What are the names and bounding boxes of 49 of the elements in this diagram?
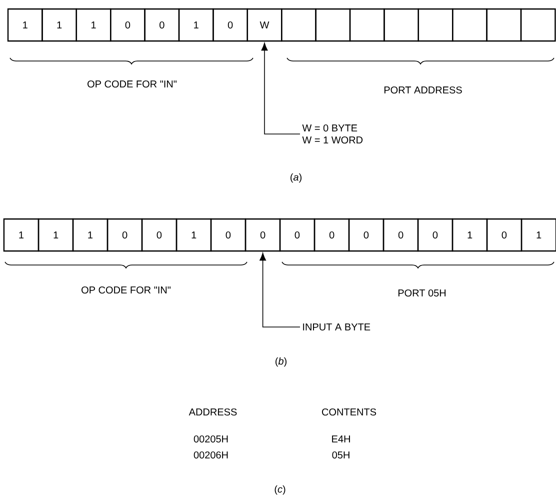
leader-line: [261, 42, 300, 134]
bit-cell: 1: [76, 8, 112, 42]
caption: OP CODE FOR "IN": [88, 80, 177, 88]
bit-cell: [315, 8, 351, 42]
table-cell: E4H: [332, 436, 350, 442]
bit-cell: [520, 8, 556, 42]
table-cell: 05H: [332, 451, 350, 459]
caption: OP CODE FOR "IN": [82, 286, 171, 294]
bit-cell: 0: [212, 8, 248, 42]
bit-cell: 0: [348, 218, 384, 252]
caption: PORT ADDRESS: [384, 86, 462, 94]
bit-cell: [418, 8, 454, 42]
bit-cell: 0: [141, 218, 178, 252]
bit-cell: [452, 8, 488, 42]
leader-line: [260, 252, 300, 328]
panel-label: (b): [276, 357, 286, 367]
table-cell: 00205H: [194, 435, 228, 443]
panel-label: (c): [274, 485, 286, 495]
bit-cell: 0: [382, 218, 419, 252]
bit-cell: 0: [486, 218, 522, 252]
table-cell: 00206H: [194, 451, 228, 459]
bit-cell: 0: [244, 218, 281, 252]
bit-cell: 1: [72, 218, 108, 252]
note-text: INPUT A BYTE: [303, 324, 370, 330]
bit-cell: [349, 8, 385, 42]
bit-cell: 0: [144, 8, 180, 42]
bit-cell: 1: [38, 218, 74, 252]
bit-cell: [486, 8, 522, 42]
bit-cell: 1: [3, 218, 40, 252]
bit-cell: 1: [42, 8, 77, 42]
bit-cell: [281, 8, 316, 42]
bit-cell: W: [246, 8, 282, 42]
note-text: W = 0 BYTE W = 1 WORD: [302, 124, 363, 144]
bit-cell: 0: [106, 218, 143, 252]
bit-cell: 1: [178, 8, 214, 42]
bit-cell: 1: [176, 218, 212, 252]
bit-cell: 0: [210, 218, 246, 252]
panel-label: (a): [290, 173, 302, 183]
bit-cell: 0: [279, 218, 316, 252]
bit-cell: [384, 8, 419, 42]
bit-cell: 1: [520, 218, 556, 252]
bit-cell: 1: [7, 8, 43, 42]
column-header: ADDRESS: [188, 408, 237, 416]
bit-cell: 0: [417, 218, 454, 252]
bit-cell: 0: [110, 8, 146, 42]
bit-cell: 1: [452, 218, 488, 252]
bit-cell: 0: [314, 218, 350, 252]
caption: PORT 05H: [398, 289, 446, 297]
column-header: CONTENTS: [322, 408, 376, 416]
